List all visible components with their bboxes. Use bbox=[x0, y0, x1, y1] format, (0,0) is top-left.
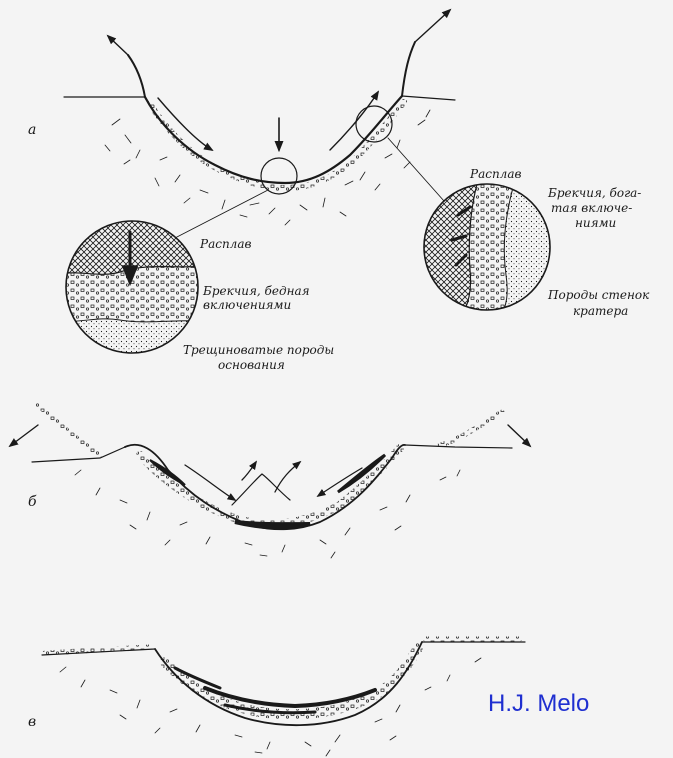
ejecta-blanket-c-left bbox=[45, 647, 150, 653]
label-breccia-rich-2: тая включе- bbox=[551, 202, 632, 215]
fracture-marks-c bbox=[60, 658, 481, 756]
label-breccia-poor-2: включениями bbox=[203, 299, 291, 312]
label-crater-walls-2: кратера bbox=[573, 305, 628, 318]
ground-surface-b-right bbox=[405, 445, 512, 448]
ejecta-arrow-b-right bbox=[508, 425, 530, 446]
leader-line-left bbox=[175, 190, 268, 238]
ejecta-flap-left bbox=[128, 55, 145, 97]
label-melt-right: Расплав bbox=[470, 168, 521, 181]
panel-b-letter: б bbox=[28, 496, 37, 509]
label-breccia-poor-1: Брекчия, бедная bbox=[203, 285, 310, 298]
label-breccia-rich-3: ниями bbox=[575, 217, 616, 230]
breccia-lining-a bbox=[150, 102, 404, 188]
ground-surface-b-left bbox=[32, 447, 125, 462]
panel-a-letter: а bbox=[28, 124, 36, 137]
flow-arrow-b-4 bbox=[242, 462, 256, 480]
label-basement-2: основания bbox=[218, 359, 285, 372]
ejecta-flap-right bbox=[402, 42, 415, 96]
panel-a bbox=[60, 10, 555, 360]
label-basement-1: Трещиноватые породы bbox=[183, 344, 334, 357]
ejecta-arrow-b-left bbox=[10, 425, 38, 446]
label-crater-walls-1: Породы стенок bbox=[548, 289, 649, 302]
breccia-fill-b bbox=[140, 448, 400, 524]
label-melt-left: Расплав bbox=[200, 238, 251, 251]
central-peak-b bbox=[232, 474, 290, 505]
label-breccia-rich-1: Брекчия, бога- bbox=[548, 187, 641, 200]
ejecta-arrow-right bbox=[415, 10, 450, 42]
panel-b bbox=[10, 405, 530, 558]
ground-surface-a-right bbox=[402, 96, 455, 100]
ejecta-arrow-left bbox=[108, 36, 128, 55]
inset-left-floor bbox=[60, 215, 210, 360]
debris-trail-left bbox=[38, 405, 100, 455]
fracture-marks-b bbox=[75, 470, 460, 558]
panel-c bbox=[42, 639, 525, 756]
inset-right-wall bbox=[420, 180, 555, 315]
author-credit: H.J. Melo bbox=[488, 690, 589, 718]
panel-c-letter: в bbox=[28, 716, 36, 729]
leader-line-right bbox=[388, 138, 452, 210]
debris-trail-right bbox=[440, 412, 502, 445]
flow-arrow-b-2 bbox=[275, 462, 300, 492]
